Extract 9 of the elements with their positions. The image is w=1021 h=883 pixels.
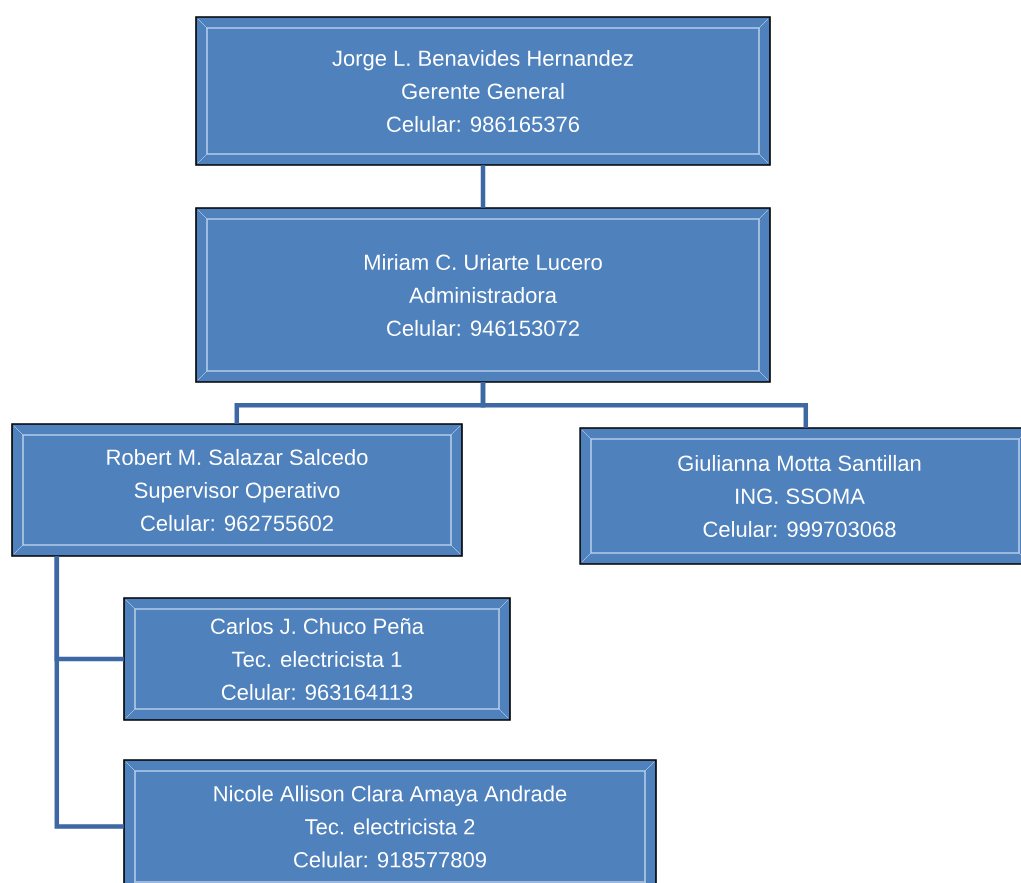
org-box: Giulianna Motta Santillan ING. SSOMA Celular: 999703068 [579,427,1021,565]
org-box: Miriam C. Uriarte Lucero Administradora Celular: 946153072 [195,207,771,383]
org-box: Jorge L. Benavides Hernandez Gerente General Celular: 986165376 [195,16,771,166]
connector-line [54,556,124,829]
org-box: Robert M. Salazar Salcedo Supervisor Operativo Celular: 962755602 [11,423,463,557]
org-box: Nicole Allison Clara Amaya Andrade Tec. electricista 2 Celular: 918577809 [123,759,657,883]
org-box: Carlos J. Chuco Peña Tec. electricista 1 Celular: 963164113 [123,597,511,721]
connector-line [480,165,486,208]
connector-line [480,382,809,428]
